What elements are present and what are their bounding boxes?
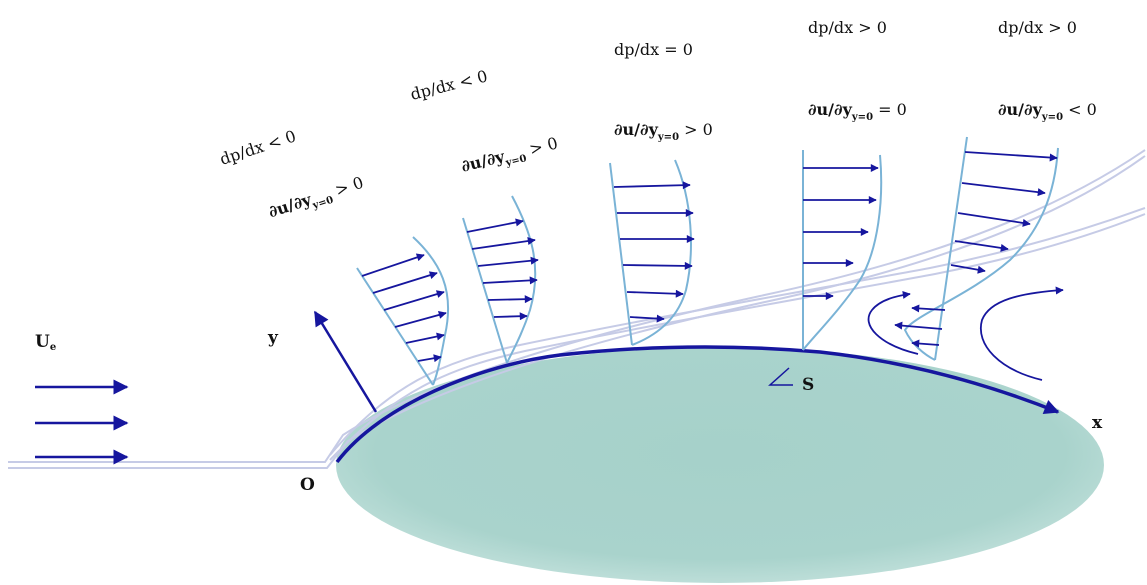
x-axis-surface — [335, 345, 1060, 464]
free-stream-label: Ue — [35, 332, 56, 353]
velocity-profile-1 — [356, 236, 450, 386]
separation-label: S — [802, 375, 814, 395]
station-annotation-2: dp/dx < 0 ∂u/∂yy=0 > 0 — [408, 66, 560, 179]
velocity-profile-5 — [894, 136, 1059, 361]
streamline — [329, 213, 1146, 461]
station-annotation-3: dp/dx = 0 ∂u/∂yy=0 > 0 — [614, 40, 713, 143]
solid-body — [336, 347, 1104, 583]
separation-pointer — [768, 367, 793, 386]
velocity-profile-2 — [462, 195, 539, 364]
pressure-gradient-condition: dp/dx < 0 — [217, 126, 298, 168]
wall-shear-condition: ∂u/∂yy=0 = 0 — [808, 100, 907, 123]
streamlines — [8, 149, 1146, 469]
wall-shear-condition: ∂u/∂yy=0 > 0 — [266, 173, 367, 225]
wall-shear-condition: ∂u/∂yy=0 > 0 — [614, 120, 713, 143]
free-stream-arrows — [35, 379, 129, 465]
y-axis-label: y — [267, 328, 279, 348]
station-annotation-5: dp/dx > 0 ∂u/∂yy=0 < 0 — [998, 18, 1097, 123]
recirculation-curve — [867, 290, 919, 355]
streamline — [329, 207, 1146, 456]
recirculation-curve — [979, 286, 1064, 381]
velocity-profile-3 — [609, 159, 695, 346]
recirculation — [867, 286, 1064, 381]
velocity-profile-4 — [802, 150, 883, 351]
pressure-gradient-condition: dp/dx > 0 — [808, 18, 887, 37]
origin-label: O — [300, 475, 315, 495]
x-axis-label: x — [1092, 413, 1103, 433]
streamline — [8, 149, 1146, 463]
pressure-gradient-condition: dp/dx < 0 — [408, 66, 489, 104]
wall-shear-condition: ∂u/∂yy=0 < 0 — [998, 100, 1097, 123]
pressure-gradient-condition: dp/dx = 0 — [614, 40, 693, 59]
station-annotation-4: dp/dx > 0 ∂u/∂yy=0 = 0 — [808, 18, 907, 123]
station-annotation-1: dp/dx < 0 ∂u/∂yy=0 > 0 — [217, 126, 367, 225]
pressure-gradient-condition: dp/dx > 0 — [998, 18, 1077, 37]
wall-shear-condition: ∂u/∂yy=0 > 0 — [459, 133, 560, 179]
y-axis-arrow — [313, 310, 378, 413]
